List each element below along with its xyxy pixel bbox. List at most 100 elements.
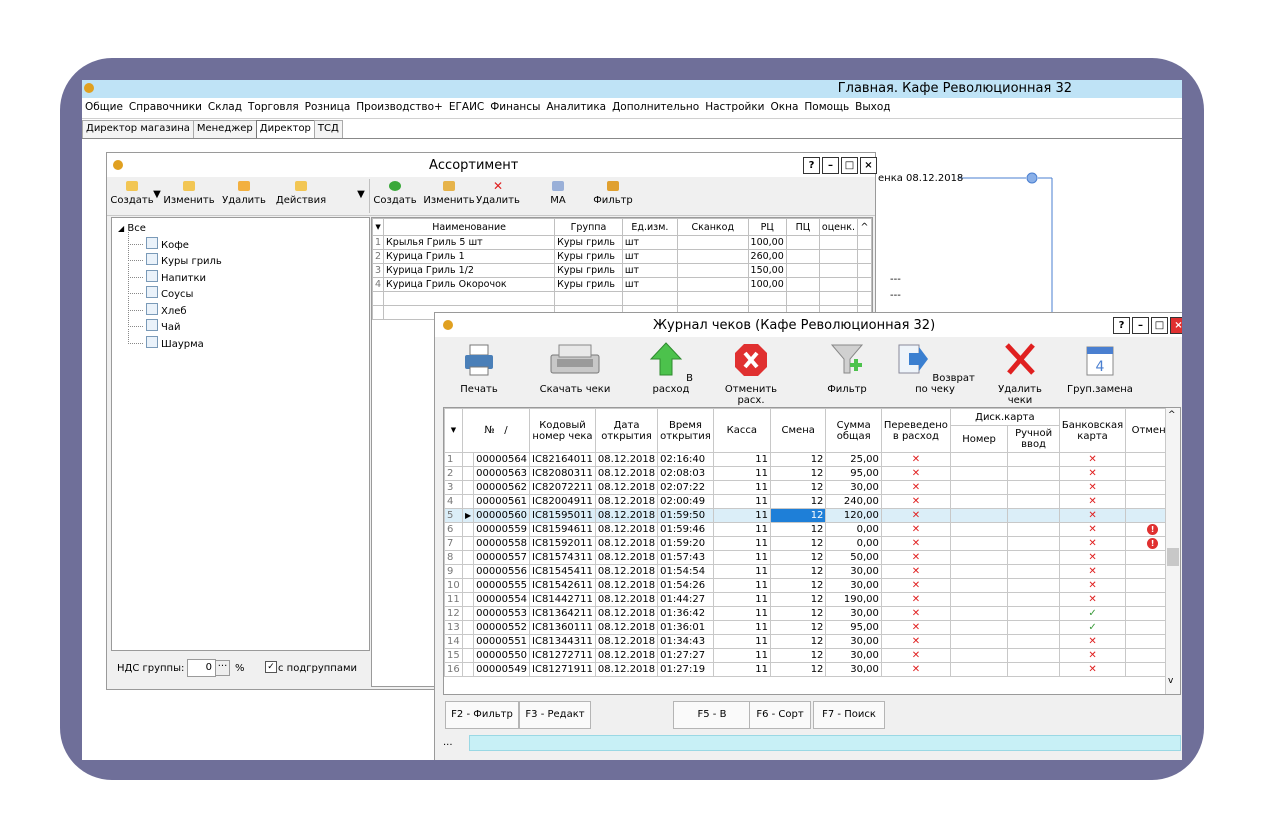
download-receipts-button[interactable]: Скачать чеки bbox=[533, 341, 617, 395]
menu-item[interactable]: Окна bbox=[770, 101, 799, 113]
col-header-unit[interactable]: Ед.изм. bbox=[621, 218, 679, 236]
f6-sort-button[interactable]: F6 - Сорт bbox=[749, 701, 811, 729]
help-button[interactable]: ? bbox=[1113, 317, 1130, 334]
col-header-name[interactable]: Наименование bbox=[383, 218, 556, 236]
col-header-group[interactable]: Группа bbox=[554, 218, 623, 236]
f5-expense-button[interactable]: F5 - В расход bbox=[673, 701, 751, 746]
item-create-button[interactable]: Создать bbox=[373, 179, 417, 206]
minimize-button[interactable]: – bbox=[822, 157, 839, 174]
return-receipt-button[interactable]: Возврат по чеку bbox=[895, 341, 975, 395]
item-edit-button[interactable]: Изменить bbox=[423, 179, 475, 206]
maximize-button[interactable]: □ bbox=[1151, 317, 1168, 334]
col-header-time[interactable]: Время открытия bbox=[657, 408, 714, 453]
menu-item[interactable]: Выход bbox=[855, 101, 891, 113]
menu-item[interactable]: Торговля bbox=[247, 101, 299, 113]
scroll-up-icon[interactable]: ^ bbox=[857, 218, 872, 236]
col-header-number[interactable]: № / bbox=[461, 408, 531, 453]
col-header-discount-card[interactable]: Диск.карта bbox=[949, 408, 1060, 426]
f3-edit-button[interactable]: F3 - Редакт bbox=[519, 701, 591, 729]
tree-edit-button[interactable]: Изменить bbox=[163, 179, 215, 206]
menu-item[interactable]: Общие bbox=[85, 101, 123, 113]
vertical-scrollbar[interactable]: ^ v bbox=[1165, 408, 1180, 694]
close-button[interactable]: × bbox=[860, 157, 877, 174]
scroll-thumb[interactable] bbox=[1167, 548, 1179, 566]
cancel-expense-button[interactable]: Отменить расх. bbox=[713, 341, 789, 406]
tree-root[interactable]: ◢ Все bbox=[118, 223, 146, 234]
maximize-button[interactable]: □ bbox=[841, 157, 858, 174]
row-selector-header[interactable]: ▼ bbox=[444, 408, 463, 453]
col-header-date[interactable]: Дата открытия bbox=[594, 408, 659, 453]
subgroups-checkbox[interactable]: ✓ bbox=[265, 661, 277, 673]
tree-create-button[interactable]: Создать bbox=[109, 179, 155, 206]
tree-node[interactable]: Кофе bbox=[118, 229, 222, 254]
f7-search-button[interactable]: F7 - Поиск bbox=[813, 701, 885, 729]
col-header-sum[interactable]: Сумма общая bbox=[825, 408, 882, 453]
menu-item[interactable]: Справочники bbox=[128, 101, 202, 113]
nds-picker-button[interactable]: ··· bbox=[215, 660, 230, 676]
to-expense-button[interactable]: В расход bbox=[641, 341, 701, 395]
f2-filter-button[interactable]: F2 - Фильтр bbox=[445, 701, 519, 729]
nds-input[interactable]: 0 bbox=[187, 659, 216, 677]
col-header-disc-number[interactable]: Номер bbox=[949, 425, 1009, 453]
group-replace-button[interactable]: 4 Груп.замена bbox=[1065, 341, 1135, 395]
menu-item[interactable]: Финансы bbox=[490, 101, 541, 113]
delete-receipts-button[interactable]: Удалить чеки bbox=[985, 341, 1055, 406]
role-tab[interactable]: Директор магазина bbox=[82, 120, 194, 138]
col-header-moved[interactable]: Переведено в расход bbox=[880, 408, 951, 453]
role-tab[interactable]: Менеджер bbox=[192, 120, 257, 138]
menu-item[interactable]: Настройки bbox=[705, 101, 765, 113]
col-header-bank-card[interactable]: Банковская карта bbox=[1058, 408, 1127, 453]
menu-item[interactable]: Розница bbox=[304, 101, 351, 113]
col-header-scancode[interactable]: Сканкод bbox=[677, 218, 749, 236]
col-header-pc[interactable]: ПЦ bbox=[785, 218, 820, 236]
tree-node[interactable]: Хлеб bbox=[118, 295, 222, 320]
col-header-rating[interactable]: оценк. bbox=[818, 218, 859, 236]
tree-delete-button[interactable]: Удалить bbox=[221, 179, 267, 206]
close-button[interactable]: × bbox=[1170, 317, 1182, 334]
actions-dropdown-icon[interactable]: ▼ bbox=[357, 189, 365, 200]
scroll-up-icon[interactable]: ^ bbox=[1168, 410, 1176, 420]
expand-icon[interactable]: ◢ bbox=[118, 224, 125, 233]
tree-node[interactable]: Куры гриль bbox=[118, 246, 222, 270]
journal-filter-button[interactable]: Фильтр bbox=[819, 341, 875, 395]
menu-item[interactable]: Производство+ bbox=[356, 101, 443, 113]
col-header-rc[interactable]: РЦ bbox=[747, 218, 787, 236]
menu-item[interactable]: Дополнительно bbox=[612, 101, 700, 113]
tree-node[interactable]: Напитки bbox=[118, 262, 222, 287]
create-dropdown-icon[interactable]: ▼ bbox=[153, 189, 161, 200]
help-button[interactable]: ? bbox=[803, 157, 820, 174]
ma-button[interactable]: МА bbox=[543, 179, 573, 206]
col-header-kassa[interactable]: Касса bbox=[712, 408, 771, 453]
tree-node[interactable]: Чай bbox=[118, 312, 222, 336]
col-header-smena[interactable]: Смена bbox=[769, 408, 827, 453]
menu-item[interactable]: Аналитика bbox=[546, 101, 607, 113]
item-delete-button[interactable]: ✕Удалить bbox=[476, 179, 520, 206]
role-tab[interactable]: ТСД bbox=[313, 120, 343, 138]
tree-node[interactable]: Шаурма bbox=[118, 328, 222, 353]
minimize-button[interactable]: – bbox=[1132, 317, 1149, 334]
col-header-code[interactable]: Кодовый номер чека bbox=[529, 408, 596, 453]
scroll-down-icon[interactable]: v bbox=[1168, 676, 1174, 686]
menu-item[interactable]: Склад bbox=[207, 101, 242, 113]
item-filter-button[interactable]: Фильтр bbox=[593, 179, 633, 206]
